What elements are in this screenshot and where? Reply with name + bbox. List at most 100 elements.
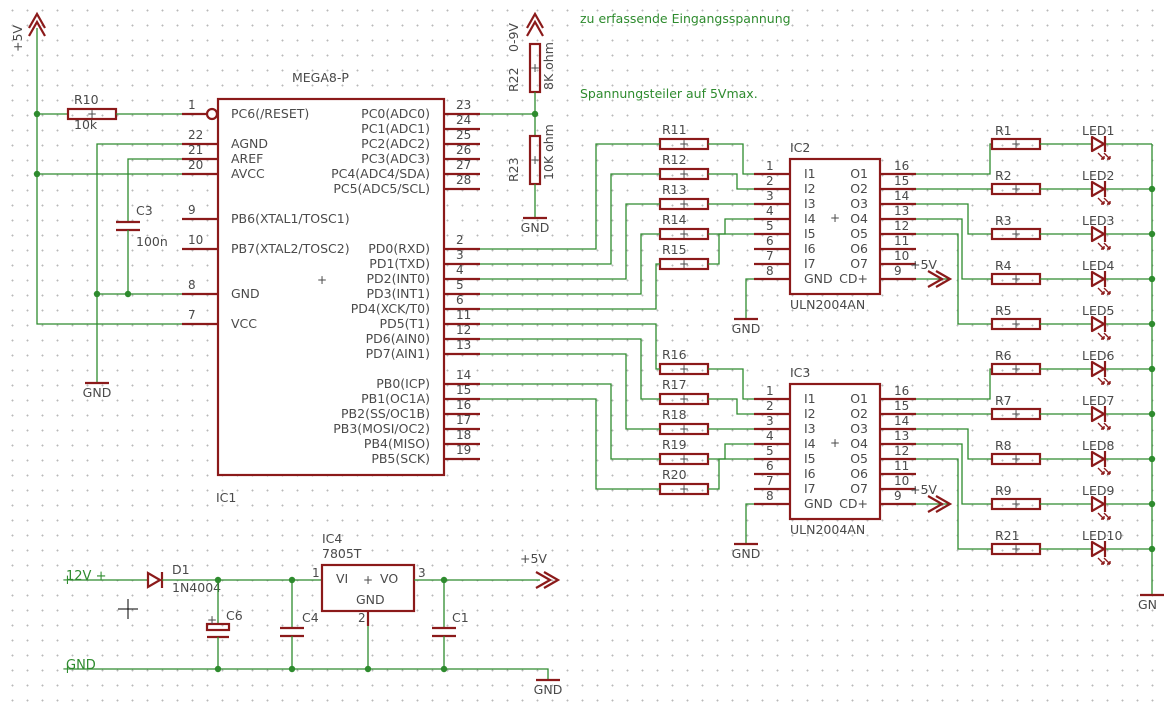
ic1-name: IC1 [216, 490, 236, 505]
led-emission-icon [1103, 197, 1111, 205]
pin-number: 1 [312, 566, 320, 580]
pin-label: PC6(/RESET) [231, 106, 309, 121]
pin-number: 11 [894, 459, 909, 473]
led-resistor-name: R9 [995, 483, 1012, 498]
c6-polarity: + [207, 613, 217, 627]
input-resistor-name: R11 [662, 122, 687, 137]
led-diode-icon [1090, 135, 1106, 153]
led-name: LED2 [1082, 168, 1114, 183]
led-resistor-name: R3 [995, 213, 1012, 228]
r10-name: R10 [74, 92, 99, 107]
pin-number: 9 [894, 489, 902, 503]
led-drive-wire [916, 218, 992, 280]
led-diode-icon [1090, 270, 1106, 288]
resistor-plus: + [1011, 227, 1021, 241]
led-drive-wire [916, 428, 992, 460]
led-resistor-name: R8 [995, 438, 1012, 453]
led-emission-icon [1103, 332, 1111, 340]
mcu-output-wire [480, 173, 660, 265]
junction-dot [93, 290, 101, 298]
diode-icon [146, 571, 163, 589]
mcu-output-wire [480, 353, 660, 430]
pin-number: 9 [894, 264, 902, 278]
pin-label: PD0(RXD) [368, 241, 430, 256]
led-gnd-label: GN [1138, 597, 1157, 612]
input-resistor-name: R14 [662, 212, 687, 227]
uln-origin: + [830, 436, 840, 450]
pin-number: 10 [188, 233, 203, 247]
pin-label: PB6(XTAL1/TOSC1) [231, 211, 350, 226]
pin-label: O1 [850, 391, 868, 406]
pin-label: O1 [850, 166, 868, 181]
led-resistor-name: R6 [995, 348, 1012, 363]
pin-label: CD+ [839, 496, 868, 511]
pin-label: PB2(SS/OC1B) [341, 406, 430, 421]
mcu-output-wire [480, 233, 660, 295]
pin-number: 16 [894, 384, 909, 398]
led-emission-icon [1103, 377, 1111, 385]
pin-label: O7 [850, 256, 868, 271]
resistor-plus: + [1011, 272, 1021, 286]
resistor-plus: + [1011, 542, 1021, 556]
pin-label: PC3(ADC3) [361, 151, 430, 166]
pin-label: PB3(MOSI/OC2) [333, 421, 430, 436]
led-name: LED6 [1082, 348, 1114, 363]
c6-name: C6 [226, 608, 243, 623]
pin-number: 5 [766, 219, 774, 233]
pin-label: VCC [231, 316, 257, 331]
junction-dot [124, 290, 132, 298]
pin-label: AREF [231, 151, 263, 166]
ic1-origin: + [317, 273, 327, 287]
mcu-output-wire [480, 338, 660, 400]
input-resistor-name: R15 [662, 242, 687, 257]
mcu-output-wire [480, 323, 660, 370]
pin-number: 12 [894, 444, 909, 458]
led-emission-icon [1097, 152, 1105, 160]
led-emission-icon [1097, 287, 1105, 295]
supply-arrow-icon [927, 495, 945, 513]
supply-arrow-icon [526, 11, 544, 29]
resistor-plus: + [1011, 407, 1021, 421]
led-diode-icon [1090, 450, 1106, 468]
uln-gnd-wire [745, 278, 754, 319]
pin-number: 23 [456, 98, 471, 112]
pin-number: 2 [358, 611, 366, 625]
pin-number: 7 [766, 474, 774, 488]
resistor-plus: + [530, 153, 540, 167]
led-diode-icon [1090, 225, 1106, 243]
ic3-body [788, 382, 882, 521]
c4-name: C4 [302, 610, 319, 625]
pin-number: 3 [456, 248, 464, 262]
pin-number: 18 [456, 428, 471, 442]
pin-label: I3 [804, 196, 816, 211]
led-diode-icon [1090, 360, 1106, 378]
pin-number: 10 [894, 249, 909, 263]
resistor-plus: + [1011, 497, 1021, 511]
pin-label: AVCC [231, 166, 265, 181]
input-resistor-name: R17 [662, 377, 687, 392]
pin-label: O3 [850, 421, 868, 436]
ic4-name: IC4 [322, 531, 342, 546]
pin-label: I4 [804, 211, 816, 226]
pin-number: 11 [456, 308, 471, 322]
led-diode-icon [1090, 405, 1106, 423]
pin-label: AGND [231, 136, 268, 151]
capacitor-plate [205, 622, 231, 632]
ic4-gnd: GND [356, 592, 385, 607]
r10-value: 10k [74, 117, 98, 132]
pin-number: 8 [766, 264, 774, 278]
uln-value: ULN2004AN [790, 522, 865, 537]
pin-number: 7 [188, 308, 196, 322]
input-resistor-name: R13 [662, 182, 687, 197]
pin-label: I2 [804, 406, 816, 421]
ic4-body [320, 563, 416, 613]
r22-name: R22 [506, 67, 521, 92]
led-resistor-name: R4 [995, 258, 1012, 273]
led-emission-icon [1103, 512, 1111, 520]
junction-dot [288, 665, 296, 673]
led-drive-wire [916, 458, 992, 550]
uln-gnd-wire [745, 503, 754, 544]
led-emission-icon [1103, 467, 1111, 475]
resistor-plus: + [679, 452, 689, 466]
